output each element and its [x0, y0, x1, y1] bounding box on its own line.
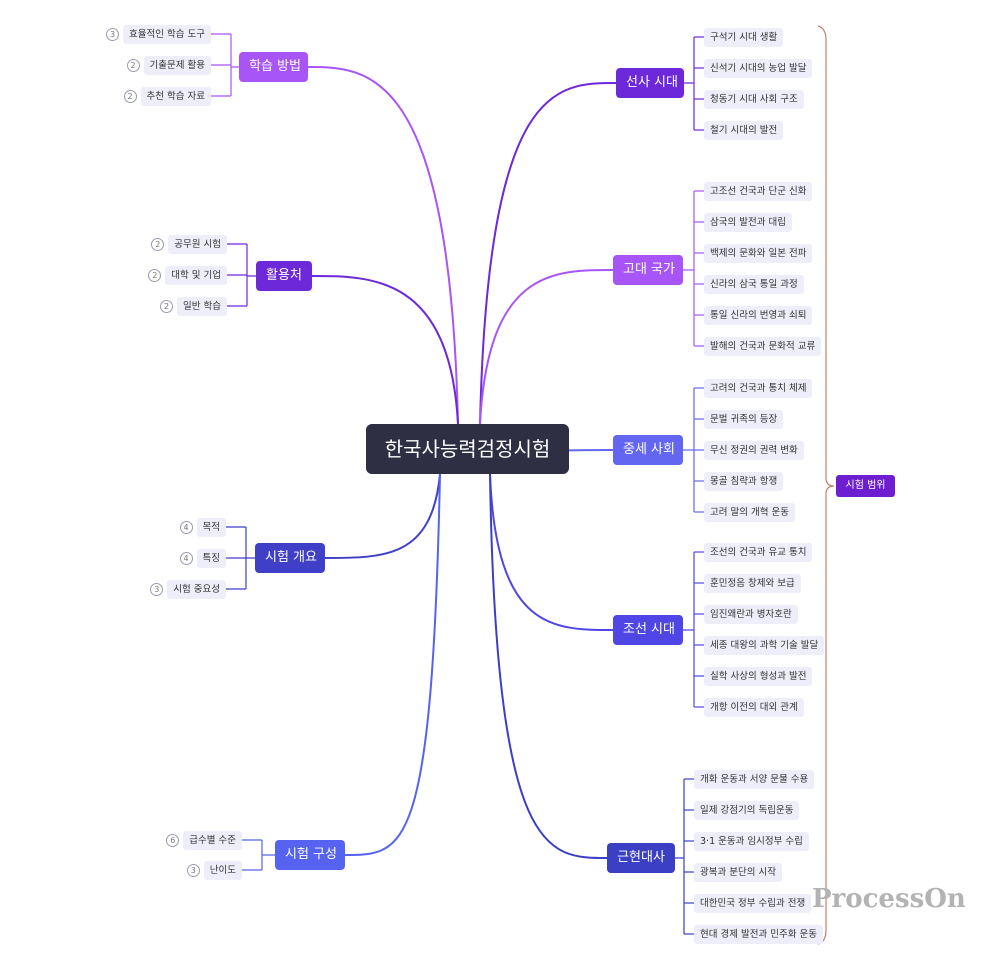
- leaf-overview[interactable]: 목적: [196, 518, 226, 537]
- root-topic[interactable]: 한국사능력검정시험: [366, 424, 569, 474]
- leaf-use[interactable]: 대학 및 기업: [165, 266, 227, 285]
- connector-line: [245, 527, 255, 589]
- count-badge: 2: [126, 59, 140, 72]
- leaf-prehistory[interactable]: 청동기 시대 사회 구조: [704, 90, 804, 109]
- branch-prehistory[interactable]: 선사 시대: [616, 68, 684, 98]
- leaf-study[interactable]: 기출문제 활용: [143, 56, 211, 75]
- count-badge: 4: [179, 521, 193, 534]
- leaf-ancient[interactable]: 발해의 건국과 문화적 교류: [704, 337, 822, 356]
- connector-line: [489, 473, 608, 859]
- leaf-study[interactable]: 추천 학습 자료: [140, 87, 211, 106]
- leaf-ancient[interactable]: 삼국의 발전과 대립: [704, 213, 792, 232]
- connector-line: [261, 840, 275, 870]
- leaf-medieval[interactable]: 문벌 귀족의 등장: [704, 410, 784, 429]
- connector-line: [683, 191, 695, 346]
- count-badge: 2: [151, 238, 165, 251]
- branch-joseon[interactable]: 조선 시대: [613, 615, 683, 645]
- watermark-logo: ProcessOn: [812, 884, 966, 914]
- branch-modern[interactable]: 근현대사: [607, 843, 675, 873]
- branch-study[interactable]: 학습 방법: [239, 52, 308, 82]
- connector-line: [479, 82, 617, 425]
- leaf-ancient[interactable]: 신라의 삼국 통일 과정: [704, 275, 804, 294]
- connector-line: [683, 388, 695, 512]
- leaf-medieval[interactable]: 고려 말의 개혁 운동: [704, 503, 795, 522]
- leaf-modern[interactable]: 대한민국 정부 수립과 전쟁: [694, 894, 812, 913]
- leaf-structure[interactable]: 급수별 수준: [183, 831, 242, 850]
- count-badge: 3: [106, 28, 120, 41]
- connector-line: [230, 34, 239, 96]
- leaf-study[interactable]: 효율적인 학습 도구: [123, 25, 211, 44]
- leaf-ancient[interactable]: 고조선 건국과 단군 신화: [704, 182, 813, 201]
- leaf-joseon[interactable]: 임진왜란과 병자호란: [704, 605, 798, 624]
- connector-line: [246, 244, 256, 306]
- leaf-medieval[interactable]: 고려의 건국과 통치 체제: [704, 379, 813, 398]
- leaf-modern[interactable]: 현대 경제 발전과 민주화 운동: [694, 925, 823, 944]
- branch-ancient[interactable]: 고대 국가: [613, 255, 683, 285]
- connector-line: [489, 473, 614, 631]
- leaf-prehistory[interactable]: 신석기 시대의 농업 발달: [704, 59, 813, 78]
- branch-use[interactable]: 활용처: [256, 261, 312, 291]
- branch-overview[interactable]: 시험 개요: [255, 543, 325, 573]
- leaf-use[interactable]: 공무원 시험: [168, 235, 227, 254]
- leaf-use[interactable]: 일반 학습: [177, 297, 227, 316]
- leaf-medieval[interactable]: 몽골 침략과 항쟁: [704, 472, 784, 491]
- leaf-medieval[interactable]: 무신 정권의 권력 변화: [704, 441, 804, 460]
- connector-line: [683, 552, 695, 707]
- count-badge: 3: [150, 583, 164, 596]
- leaf-modern[interactable]: 3·1 운동과 임시정부 수립: [694, 832, 809, 851]
- connector-line: [684, 37, 695, 130]
- connector-line: [307, 66, 459, 425]
- connector-line: [324, 473, 441, 559]
- leaf-prehistory[interactable]: 철기 시대의 발전: [704, 121, 784, 140]
- count-badge: 6: [166, 834, 180, 847]
- leaf-prehistory[interactable]: 구석기 시대 생활: [704, 28, 784, 47]
- connector-line: [311, 275, 459, 425]
- leaf-ancient[interactable]: 통일 신라의 번영과 쇠퇴: [704, 306, 813, 325]
- leaf-structure[interactable]: 난이도: [203, 861, 242, 880]
- connector-line: [344, 473, 441, 856]
- leaf-joseon[interactable]: 조선의 건국과 유교 통치: [704, 543, 813, 562]
- connector-line: [479, 269, 614, 425]
- leaf-modern[interactable]: 일제 강점기의 독립운동: [694, 801, 800, 820]
- leaf-joseon[interactable]: 실학 사상의 형성과 발전: [704, 667, 813, 686]
- leaf-modern[interactable]: 개화 운동과 서양 문물 수용: [694, 770, 815, 789]
- leaf-joseon[interactable]: 세종 대왕의 과학 기술 발달: [704, 636, 825, 655]
- count-badge: 2: [123, 90, 137, 103]
- summary-node-exam-scope[interactable]: 시험 범위: [836, 475, 895, 497]
- leaf-joseon[interactable]: 개항 이전의 대외 관계: [704, 698, 804, 717]
- connector-line: [675, 779, 685, 934]
- leaf-overview[interactable]: 시험 중요성: [167, 580, 226, 599]
- branch-medieval[interactable]: 중세 사회: [613, 435, 683, 465]
- leaf-modern[interactable]: 광복과 분단의 시작: [694, 863, 782, 882]
- branch-structure[interactable]: 시험 구성: [275, 840, 345, 870]
- count-badge: 3: [186, 864, 200, 877]
- leaf-joseon[interactable]: 훈민정음 창제와 보급: [704, 574, 801, 593]
- connector-line: [817, 25, 835, 945]
- count-badge: 4: [179, 552, 193, 565]
- leaf-overview[interactable]: 특징: [196, 549, 226, 568]
- count-badge: 2: [160, 300, 174, 313]
- leaf-ancient[interactable]: 백제의 문화와 일본 전파: [704, 244, 813, 263]
- count-badge: 2: [148, 269, 162, 282]
